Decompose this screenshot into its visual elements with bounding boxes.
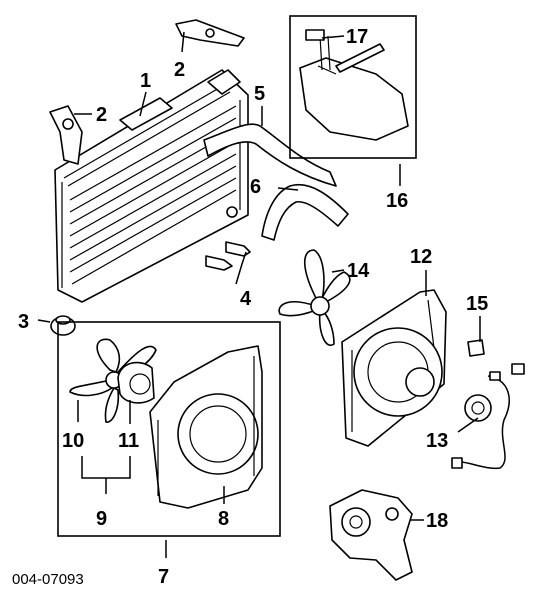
callout-15: 15 bbox=[466, 293, 488, 315]
water-pump bbox=[329, 489, 413, 581]
fan-shroud-right bbox=[341, 289, 447, 447]
temperature-sensors bbox=[205, 241, 251, 271]
fan-module-box bbox=[57, 321, 281, 537]
callout-12: 12 bbox=[410, 246, 432, 268]
callout-11: 11 bbox=[118, 430, 139, 452]
callout-4: 4 bbox=[240, 288, 252, 310]
callouts: 1 2 2 3 4 5 6 7 8 9 10 11 12 13 14 15 16… bbox=[12, 26, 488, 588]
upper-radiator-hose bbox=[203, 123, 337, 187]
callout-14: 14 bbox=[347, 260, 370, 282]
fan-motor-harness bbox=[451, 363, 525, 470]
callout-6: 6 bbox=[250, 176, 261, 198]
bracket-left bbox=[49, 105, 83, 165]
callout-1: 1 bbox=[140, 70, 151, 92]
callout-13: 13 bbox=[426, 430, 448, 452]
leader-lines bbox=[37, 31, 481, 558]
callout-10: 10 bbox=[62, 430, 84, 452]
diagram-code: 004-07093 bbox=[12, 571, 84, 588]
callout-2-left: 2 bbox=[96, 104, 107, 126]
fan-shroud bbox=[149, 345, 263, 509]
callout-17: 17 bbox=[346, 26, 368, 48]
fan-blade-large bbox=[278, 249, 351, 347]
fan-relay bbox=[467, 339, 485, 357]
callout-7: 7 bbox=[158, 566, 169, 588]
callout-5: 5 bbox=[254, 83, 265, 105]
callout-2-upper: 2 bbox=[174, 59, 185, 81]
coolant-reservoir bbox=[289, 15, 417, 159]
callout-16: 16 bbox=[386, 190, 408, 212]
callout-9: 9 bbox=[96, 508, 107, 530]
mount-bushing bbox=[50, 315, 76, 336]
radiator bbox=[54, 69, 249, 303]
callout-3: 3 bbox=[18, 311, 29, 333]
callout-18: 18 bbox=[426, 510, 448, 532]
callout-8: 8 bbox=[218, 508, 229, 530]
lower-radiator-hose bbox=[261, 183, 349, 241]
bracket-upper bbox=[175, 19, 245, 47]
fan-motor-small bbox=[117, 361, 155, 404]
